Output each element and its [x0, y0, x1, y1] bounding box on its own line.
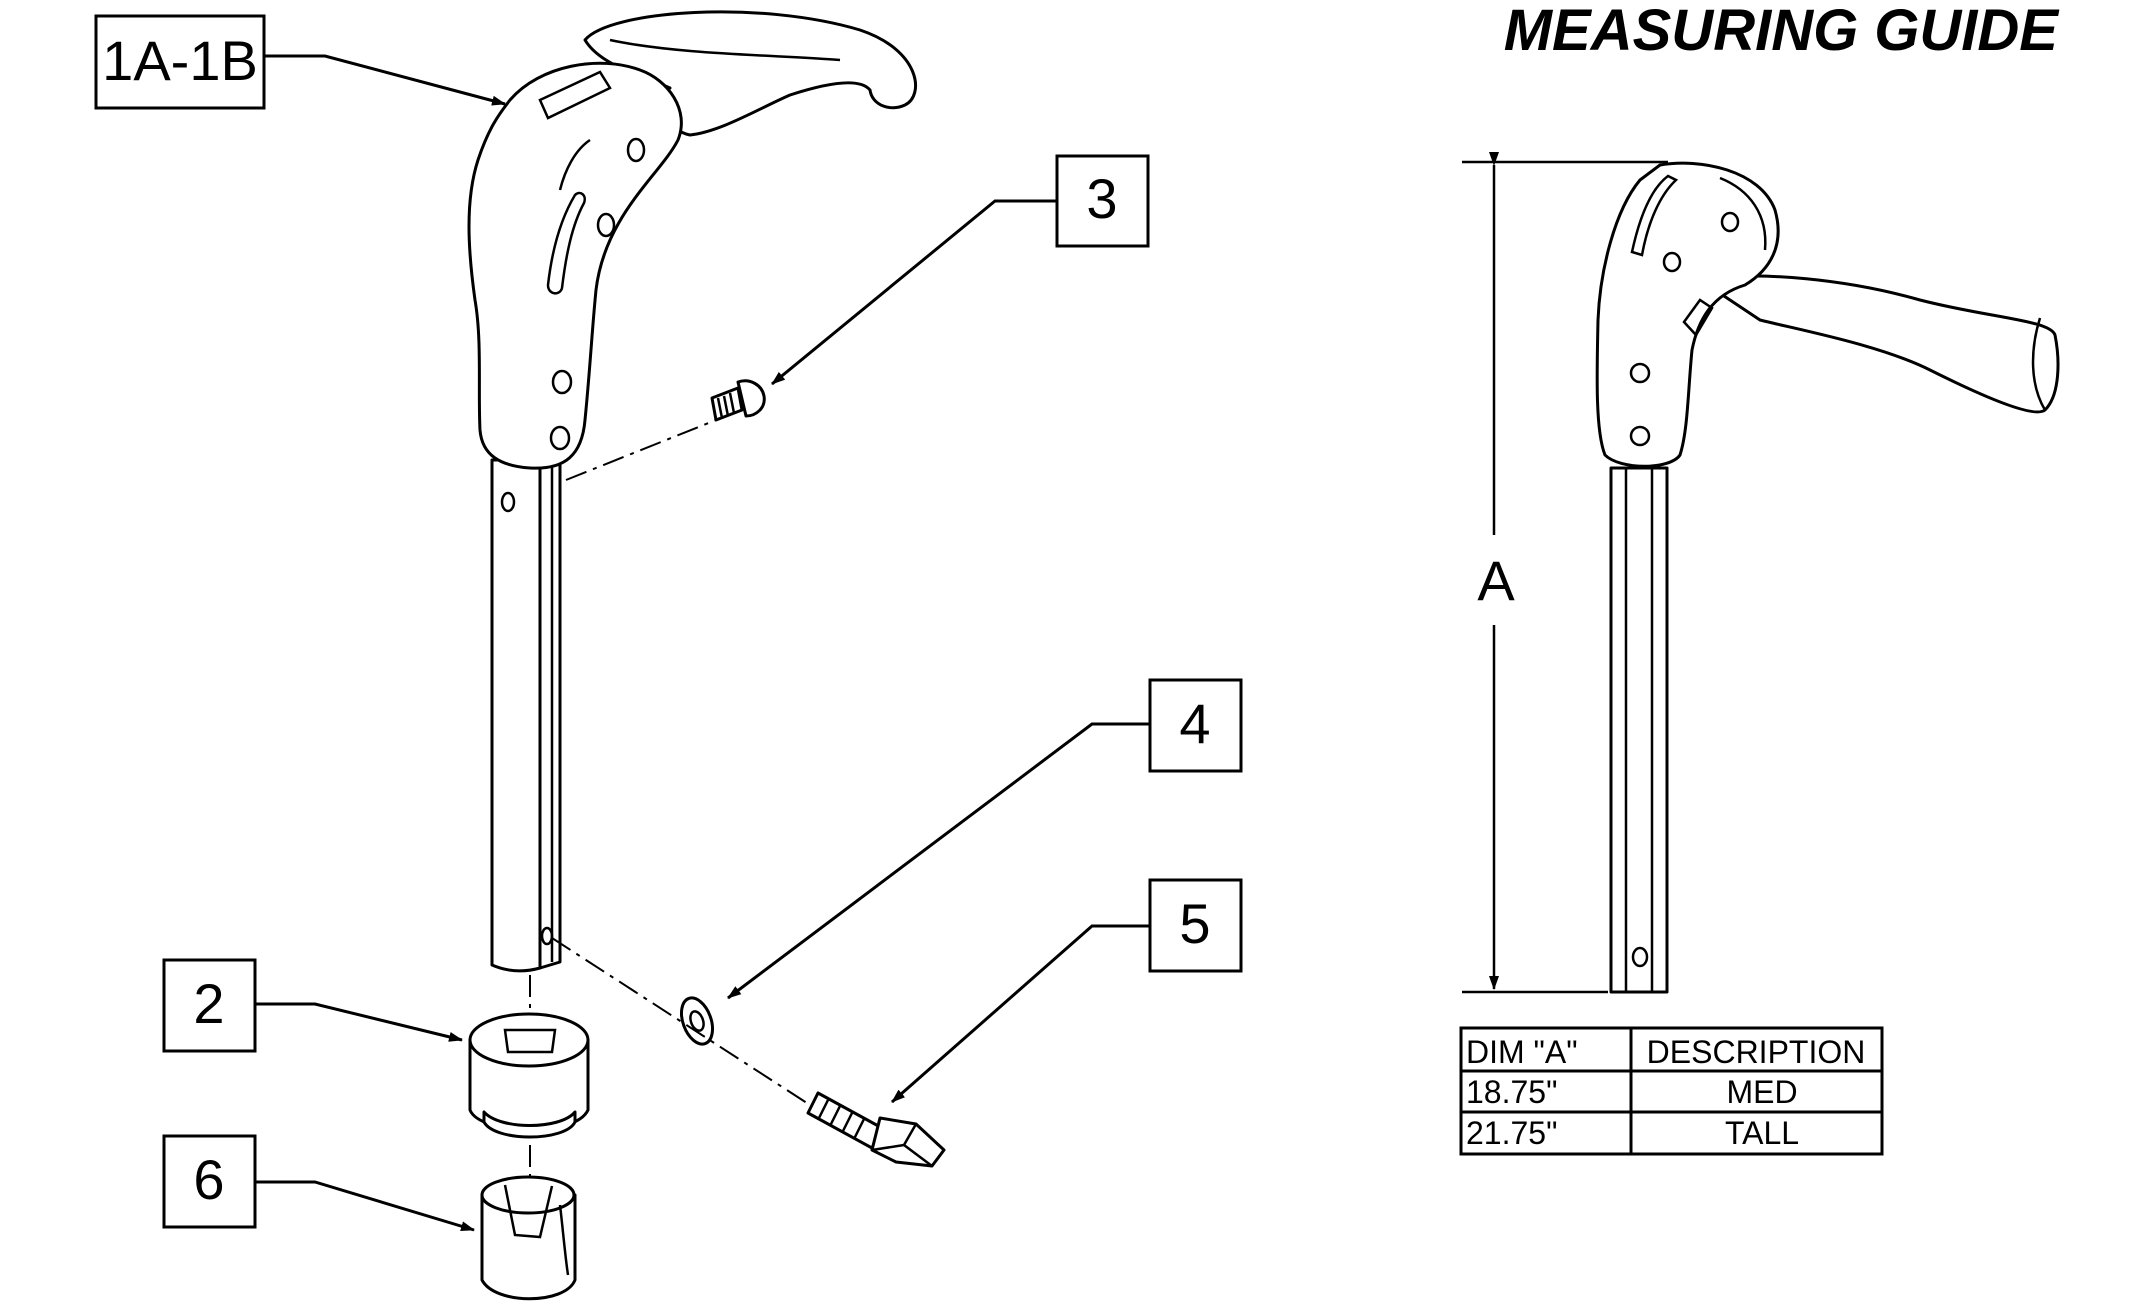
dimension-a-label: A — [1477, 549, 1515, 612]
callout-5-label: 5 — [1179, 892, 1210, 955]
callout-5: 5 — [891, 878, 1243, 1104]
callout-3: 3 — [771, 154, 1150, 386]
callout-6: 6 — [162, 1134, 475, 1232]
part-4-washer — [679, 996, 715, 1046]
dimension-table: DIM "A" DESCRIPTION 18.75" MED 21.75" TA… — [1459, 1026, 1884, 1156]
table-row-1-dim: 18.75" — [1466, 1074, 1557, 1110]
callout-2: 2 — [162, 958, 463, 1053]
centerline-bolt — [551, 937, 811, 1106]
part-2-bushing — [468, 1012, 590, 1139]
table-row-1-description: MED — [1726, 1074, 1797, 1110]
centerline-screw-3 — [565, 419, 717, 481]
callout-3-label: 3 — [1086, 167, 1117, 230]
table-header-dim: DIM "A" — [1466, 1034, 1578, 1070]
callout-6-label: 6 — [193, 1148, 224, 1211]
exploded-view — [467, 10, 946, 1301]
side-view-grip — [1698, 274, 2060, 414]
side-view-tube — [1609, 466, 1669, 994]
post-tube — [490, 458, 562, 973]
part-3-screw — [710, 379, 766, 422]
table-row-2-dim: 21.75" — [1466, 1115, 1557, 1151]
callout-1a-1b-label: 1A-1B — [102, 29, 258, 92]
measuring-guide-title: MEASURING GUIDE — [1504, 0, 2061, 63]
part-5-bolt — [806, 1091, 946, 1168]
table-header-description: DESCRIPTION — [1647, 1034, 1866, 1070]
part-6-cap — [480, 1175, 577, 1301]
callout-4: 4 — [727, 678, 1243, 1000]
table-row-2-description: TALL — [1725, 1115, 1799, 1151]
callout-1a-1b: 1A-1B — [94, 14, 506, 110]
callout-2-label: 2 — [193, 972, 224, 1035]
armrest-handle — [467, 10, 918, 470]
measuring-guide-view: A — [1462, 152, 2060, 994]
side-view-housing — [1595, 161, 1780, 468]
callout-4-label: 4 — [1179, 692, 1210, 755]
